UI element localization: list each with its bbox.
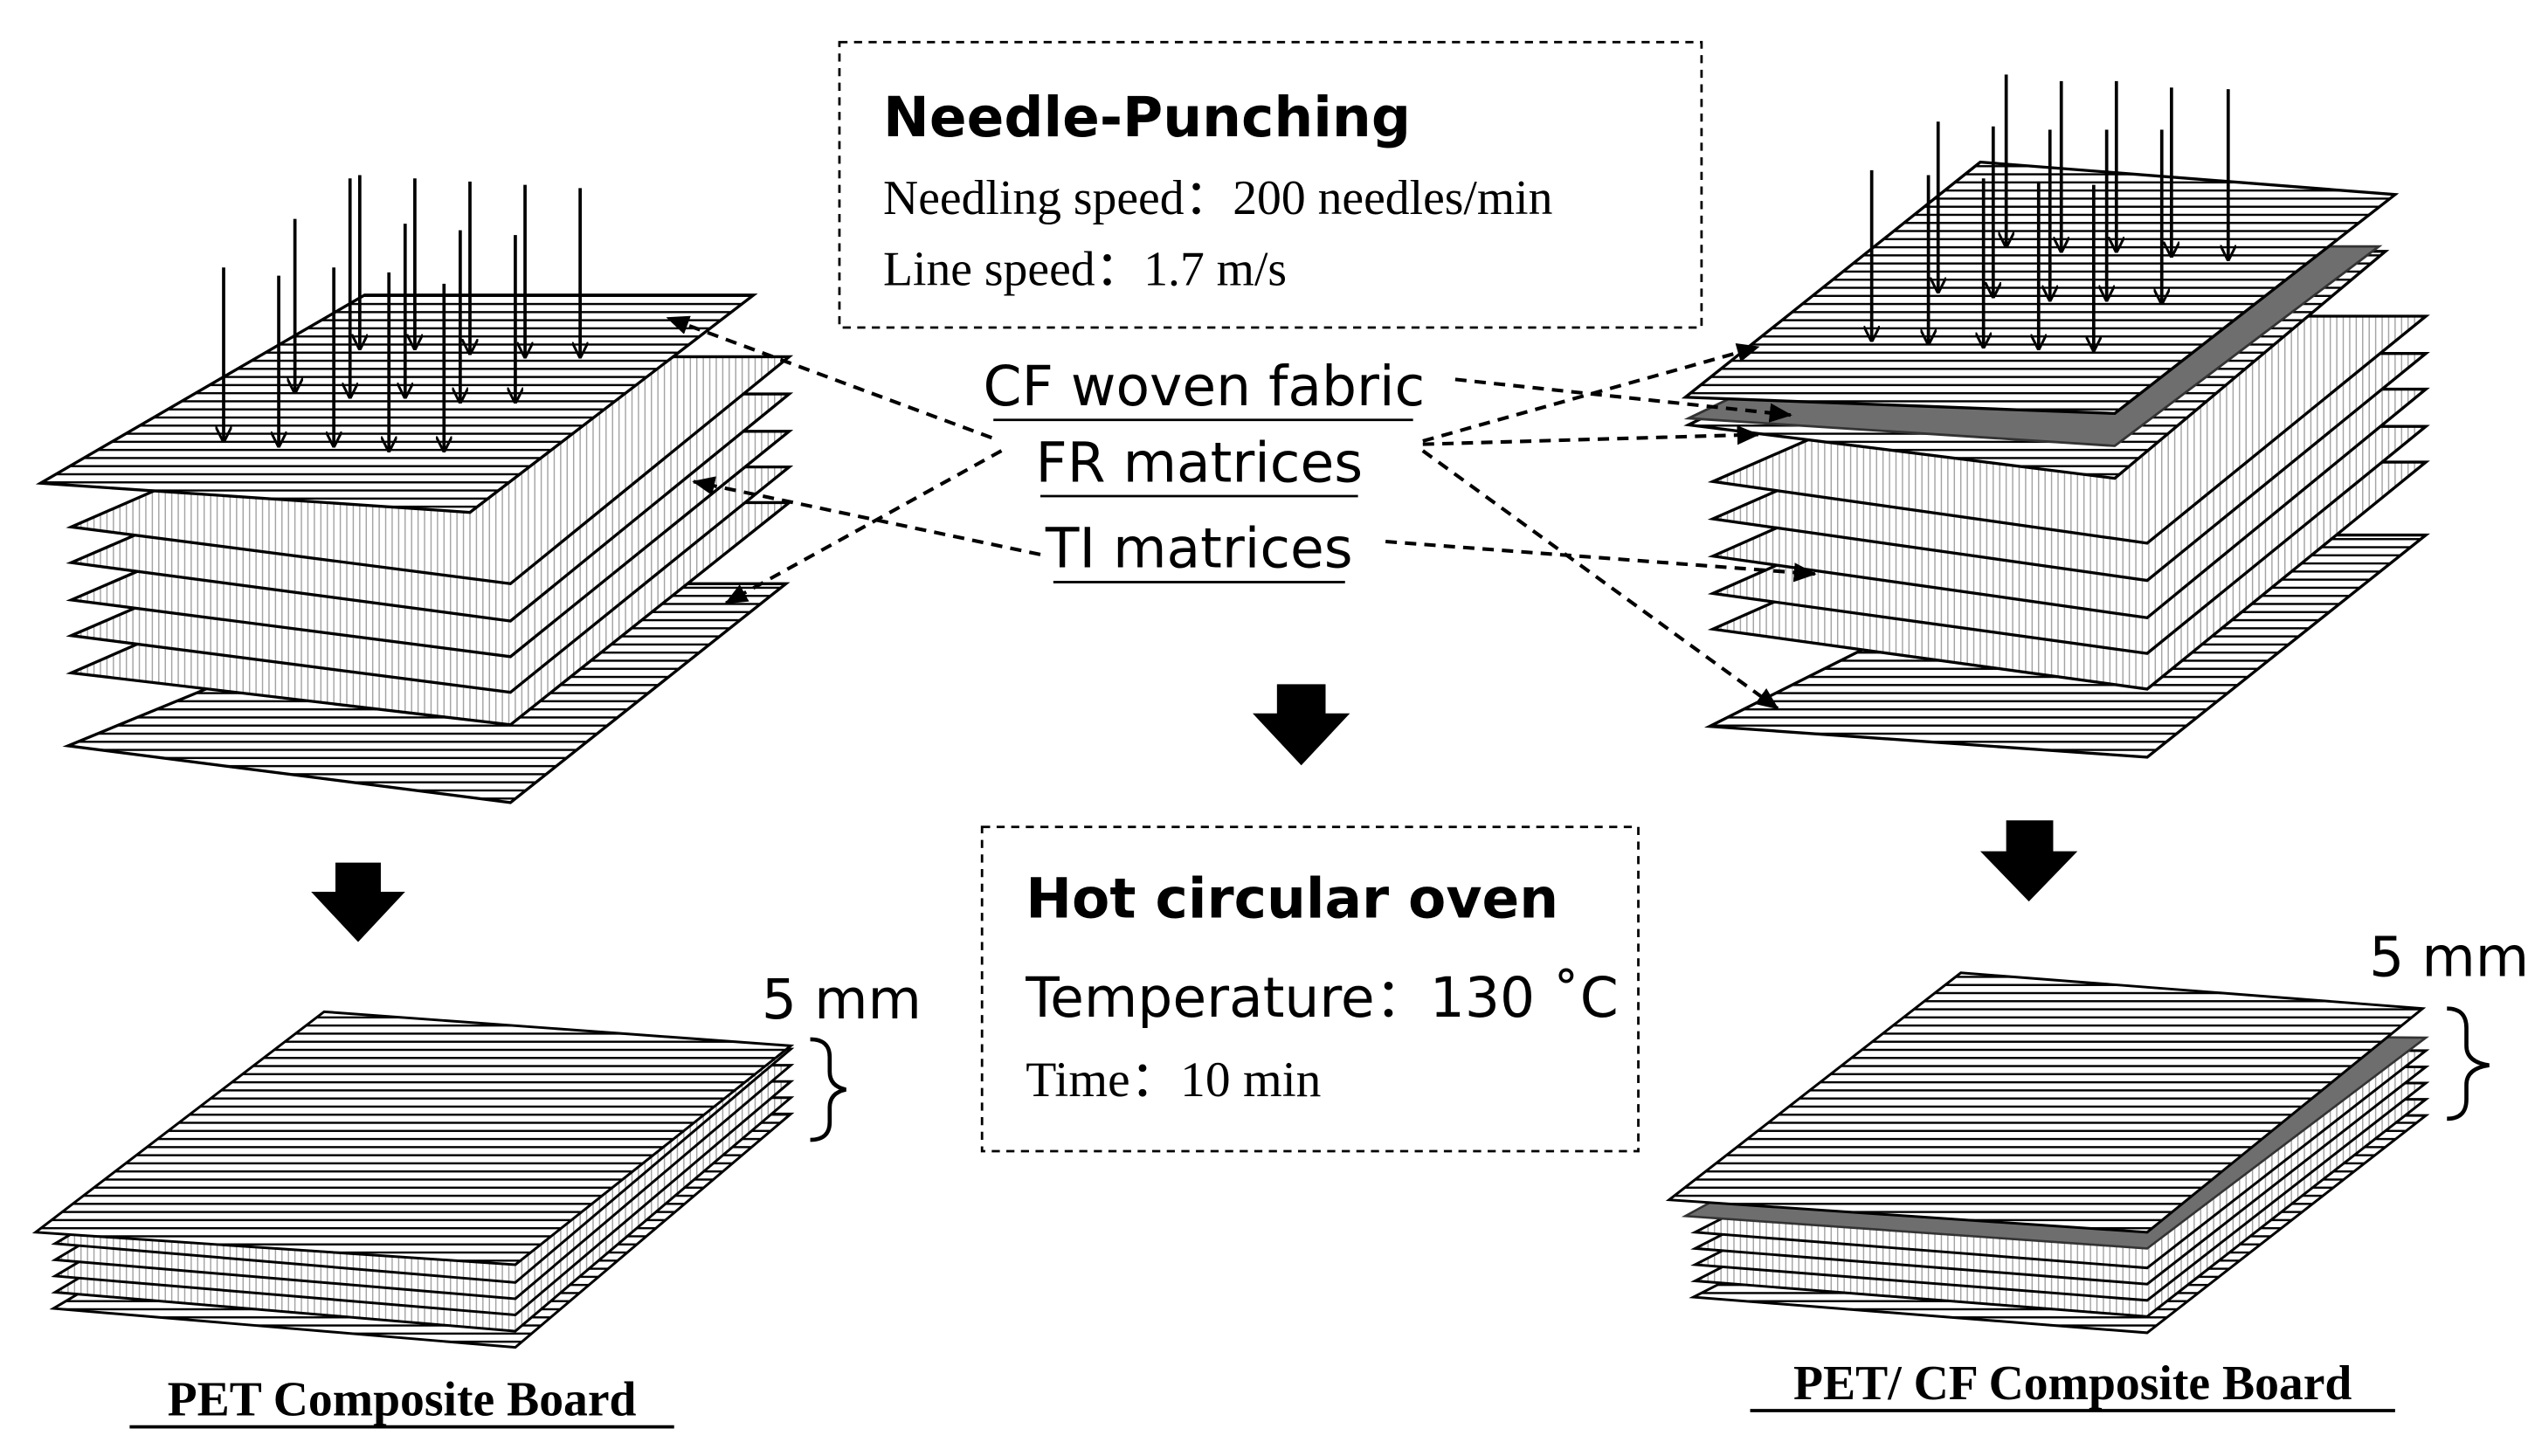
pointer-right-ti-under-cf [1422,425,1760,446]
hot-oven-box [980,825,1640,1153]
right-thickness-brace [2447,1006,2490,1121]
ti-matrices-label: TI matrices [1045,516,1353,581]
pointer-right-cf [1454,377,1792,423]
pointer-left-bottom-sheet [724,449,1003,605]
right-thickness-label: 5 mm [2369,925,2528,990]
line-speed-text: Line speed：1.7 m/s [883,243,1287,297]
hot-oven-title: Hot circular oven [1026,866,1558,931]
fr-matrices-label: FR matrices [1035,430,1363,494]
pointer-right-bottom-sheet [1421,449,1779,710]
needling-speed-text: Needling speed：200 needles/min [883,171,1552,225]
needle-punching-box [838,40,1703,329]
left-needle-arrows [224,175,580,451]
cf-woven-fabric-label: CF woven fabric [984,354,1426,418]
left-board-top-layer [31,1010,795,1266]
pet-composite-board-label: PET Composite Board [168,1373,637,1427]
left-composite-board [31,1010,795,1349]
left-down-arrow [311,862,405,942]
right-needle-arrows [1872,74,2228,350]
pointer-right-fr [1385,539,1817,583]
center-down-arrow [1253,684,1350,766]
pointer-left-fr [692,476,1041,556]
pet-cf-composite-board-label: PET/ CF Composite Board [1793,1356,2352,1411]
right-board-top-layer [1665,971,2427,1234]
right-composite-board [1665,971,2430,1335]
left-thickness-brace [810,1037,846,1142]
left-thickness-label: 5 mm [762,967,922,1032]
left-layer-stack [35,293,794,804]
right-down-arrow [1979,820,2078,902]
time-text: Time：10 min [1026,1052,1321,1108]
temperature-text: Temperature：130 ˚C [1025,965,1618,1030]
right-layer-stack [1681,160,2430,759]
needle-punching-title: Needle-Punching [883,85,1411,149]
layer-pointer-arrows [666,315,1817,710]
